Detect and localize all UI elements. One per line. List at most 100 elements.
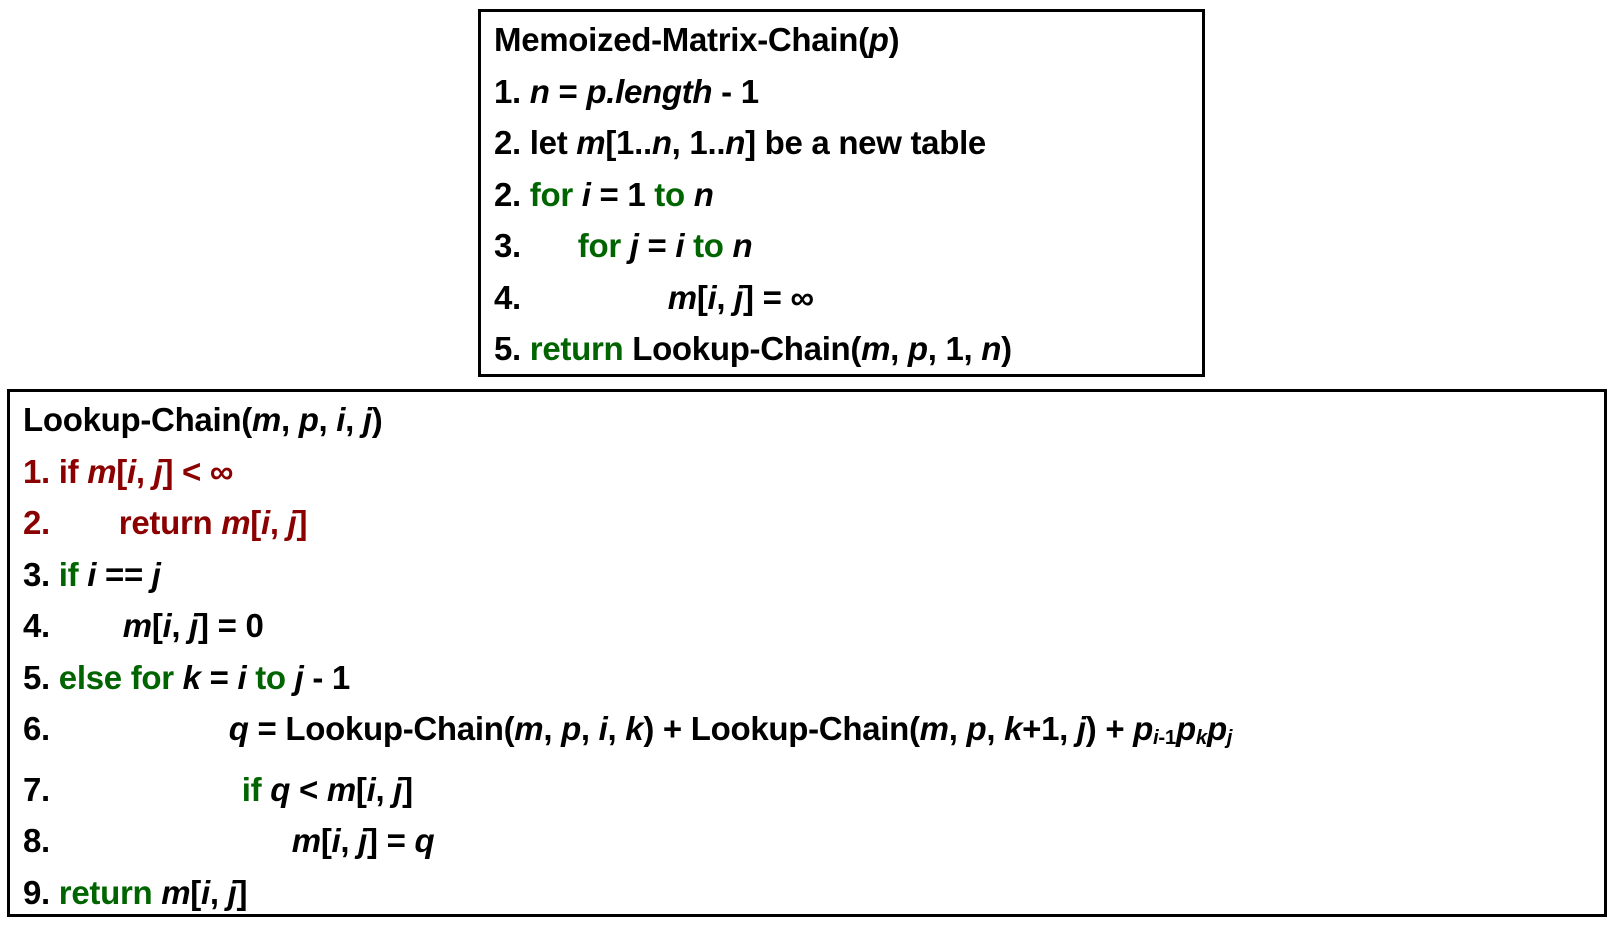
code-segment: +1, bbox=[1022, 710, 1077, 747]
code-segment: ) + bbox=[1085, 710, 1134, 747]
line-number: 4. bbox=[23, 607, 59, 644]
code-segment: n bbox=[693, 175, 714, 213]
code-segment: j bbox=[287, 504, 297, 541]
code-segment: Memoized-Matrix-Chain( bbox=[494, 21, 869, 58]
code-segment: p bbox=[1133, 710, 1154, 747]
code-line: 2. return m[i, j] bbox=[23, 497, 1604, 549]
code-segment: p.length bbox=[586, 72, 713, 110]
code-segment: to bbox=[255, 658, 295, 696]
code-segment: , bbox=[890, 330, 908, 367]
line-number: 9. bbox=[23, 873, 59, 911]
code-segment: m bbox=[919, 710, 949, 747]
code-line: 5. return Lookup-Chain(m, p, 1, n) bbox=[494, 323, 1202, 374]
code-segment: [ bbox=[151, 607, 163, 644]
code-segment: p bbox=[1206, 710, 1227, 747]
line-number: 6. bbox=[23, 710, 59, 747]
line-number: 1. bbox=[494, 72, 530, 110]
code-segment: ) bbox=[888, 21, 900, 58]
code-segment: j bbox=[393, 770, 403, 808]
code-line: 4. m[i, j] = ∞ bbox=[494, 272, 1202, 324]
code-segment: [ bbox=[250, 504, 261, 541]
code-line: 4. m[i, j] = 0 bbox=[23, 600, 1604, 652]
code-segment: == bbox=[96, 555, 152, 593]
line-number: 5. bbox=[23, 658, 59, 696]
line-number: 2. bbox=[23, 504, 59, 541]
code-segment: j bbox=[227, 873, 237, 911]
code-segment: n bbox=[732, 227, 753, 264]
code-segment: ] bbox=[296, 504, 308, 541]
code-segment: ] = bbox=[367, 822, 415, 860]
code-segment: m bbox=[87, 452, 117, 490]
code-segment: j bbox=[189, 607, 199, 644]
code-segment: ] bbox=[236, 873, 248, 911]
code-segment bbox=[246, 659, 255, 696]
code-line: 3. if i == j bbox=[23, 549, 1604, 601]
code-segment bbox=[684, 227, 693, 264]
code-segment: return bbox=[529, 330, 633, 367]
code-segment: [1.. bbox=[605, 124, 652, 161]
code-segment: k bbox=[1195, 726, 1207, 750]
code-line: 2. let m[1..n, 1..n] be a new table bbox=[494, 117, 1202, 169]
code-segment: j bbox=[362, 401, 372, 438]
code-segment: m bbox=[122, 607, 152, 644]
code-segment: q bbox=[228, 710, 249, 747]
code-segment: q bbox=[270, 770, 291, 808]
code-segment: , bbox=[580, 710, 599, 747]
line-number: 2. bbox=[494, 124, 530, 161]
code-segment: return bbox=[58, 873, 162, 911]
code-segment: ] = ∞ bbox=[743, 278, 814, 316]
code-segment: ) bbox=[371, 401, 383, 438]
line-number: 8. bbox=[23, 822, 59, 860]
code-segment: [ bbox=[355, 770, 367, 808]
code-segment: n bbox=[725, 124, 746, 161]
code-segment: if bbox=[58, 452, 88, 490]
code-segment: m bbox=[161, 873, 191, 911]
code-segment: to bbox=[693, 227, 733, 264]
code-segment: -1 bbox=[1158, 726, 1176, 750]
code-segment: = bbox=[549, 72, 587, 110]
code-segment: , bbox=[345, 401, 363, 438]
code-segment: ] = 0 bbox=[198, 607, 264, 644]
code-segment: j bbox=[358, 822, 368, 860]
code-segment: [ bbox=[116, 452, 127, 490]
code-segment: i bbox=[336, 401, 346, 438]
code-segment: m bbox=[326, 770, 356, 808]
line-number: 7. bbox=[23, 770, 59, 808]
code-segment: m bbox=[861, 330, 891, 367]
code-segment: for bbox=[529, 175, 582, 213]
code-segment: j bbox=[153, 452, 163, 490]
code-segment: i bbox=[1153, 726, 1159, 750]
code-segment: , bbox=[340, 822, 359, 860]
code-segment: m bbox=[514, 710, 544, 747]
code-segment: [ bbox=[320, 822, 332, 860]
code-segment: , bbox=[543, 710, 562, 747]
code-segment: j bbox=[294, 658, 304, 696]
code-segment: let bbox=[529, 124, 577, 161]
code-segment: j bbox=[734, 278, 744, 316]
memoized-matrix-chain-pseudocode-box: Memoized-Matrix-Chain(p)1. n = p.length … bbox=[478, 9, 1205, 377]
code-line: 3. for j = i to n bbox=[494, 220, 1202, 272]
code-segment: n bbox=[651, 124, 672, 161]
code-segment: ] < ∞ bbox=[162, 452, 234, 490]
code-segment: , bbox=[318, 401, 337, 438]
code-segment: ) bbox=[1001, 330, 1012, 367]
code-segment: p bbox=[561, 710, 581, 747]
code-segment: - 1 bbox=[712, 72, 759, 110]
code-segment: , bbox=[209, 873, 228, 911]
code-line: 9. return m[i, j] bbox=[23, 867, 1604, 914]
code-segment: m bbox=[221, 504, 251, 541]
code-line: 6. q = Lookup-Chain(m, p, i, k) + Lookup… bbox=[23, 703, 1604, 764]
code-segment: ) + Lookup-Chain( bbox=[643, 710, 920, 747]
code-segment: , bbox=[135, 452, 154, 490]
code-segment: to bbox=[654, 175, 694, 213]
code-segment: m bbox=[251, 401, 281, 438]
code-segment: ] be a new table bbox=[745, 124, 986, 161]
code-segment: p bbox=[966, 710, 987, 747]
code-segment: k bbox=[182, 658, 201, 696]
code-segment: p bbox=[298, 401, 319, 438]
lookup-chain-pseudocode-box: Lookup-Chain(m, p, i, j)1. if m[i, j] < … bbox=[7, 389, 1607, 917]
line-number: 3. bbox=[494, 227, 530, 264]
code-segment: i bbox=[581, 175, 591, 213]
code-segment: p bbox=[907, 330, 928, 367]
code-line: 8. m[i, j] = q bbox=[23, 815, 1604, 867]
